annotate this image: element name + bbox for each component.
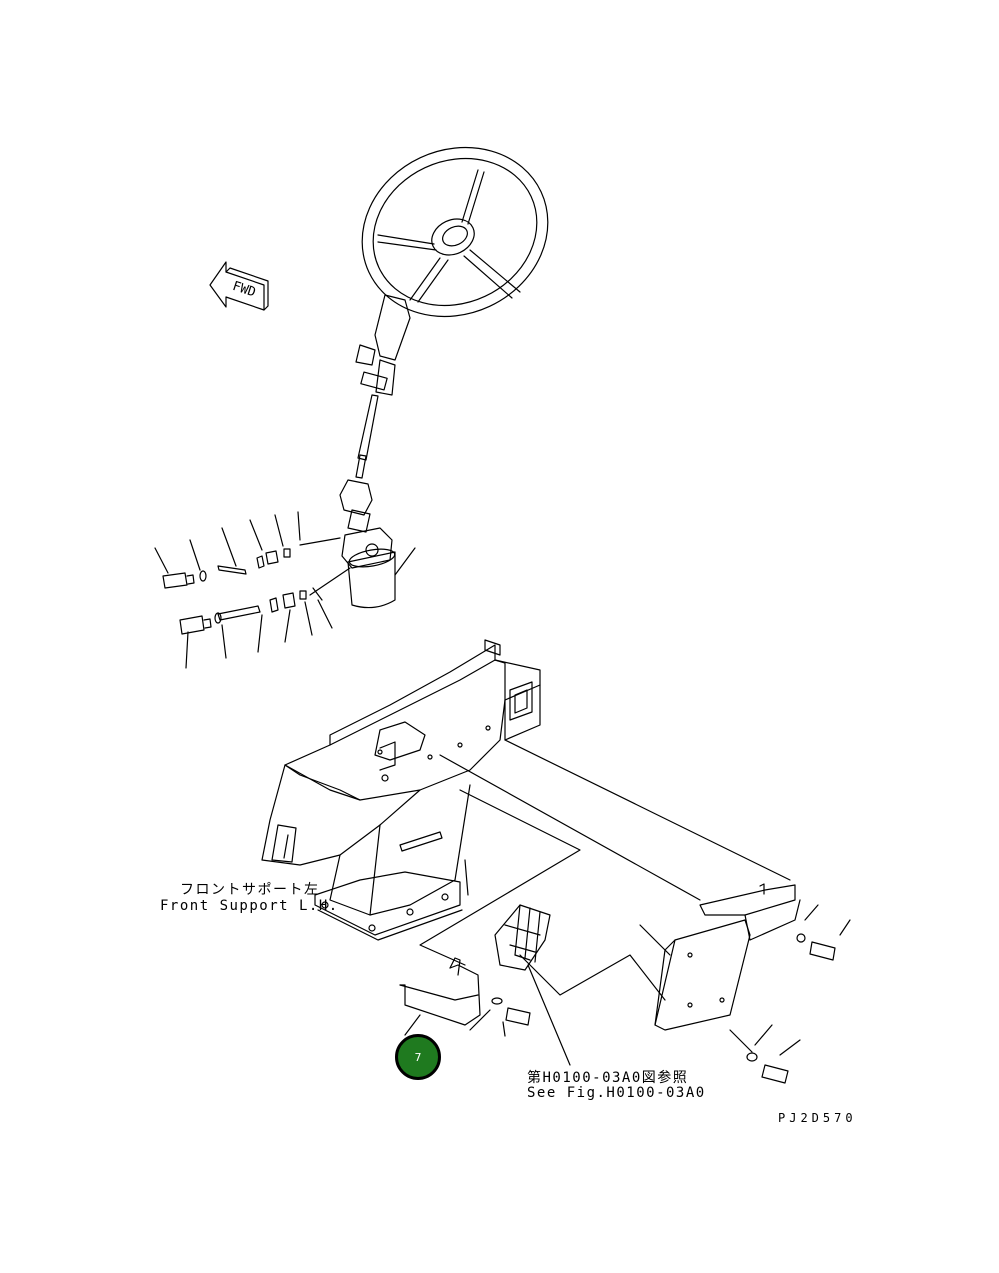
bolt-washer-bracket [470,998,530,1036]
small-bracket [400,958,480,1035]
steering-column [340,295,410,532]
front-support-frame [262,640,540,940]
pedal-assembly [495,905,570,1065]
see-fig-label-jp: 第H0100-03A0図参照 [527,1070,689,1086]
fwd-label: FWD [231,279,258,301]
side-bracket [700,884,800,940]
steering-gearbox [342,528,415,608]
mounting-hardware-lower [180,568,350,668]
drawing-code: PJ2D570 [778,1111,857,1125]
assembly-lines [420,740,790,1000]
bolt-washer-right-lower [730,1025,800,1083]
steering-wheel [334,118,576,347]
fwd-arrow-icon: FWD [210,262,268,310]
see-fig-label-en: See Fig.H0100-03A0 [527,1085,706,1101]
bolt-washer-right-upper [797,905,850,960]
part-callout-7[interactable]: 7 [395,1034,441,1080]
front-support-label-en: Front Support L.H. [160,898,339,914]
mounting-hardware-upper [155,512,340,588]
front-support-label-jp: フロントサポート左 [180,882,320,898]
cover-panel [640,920,750,1030]
